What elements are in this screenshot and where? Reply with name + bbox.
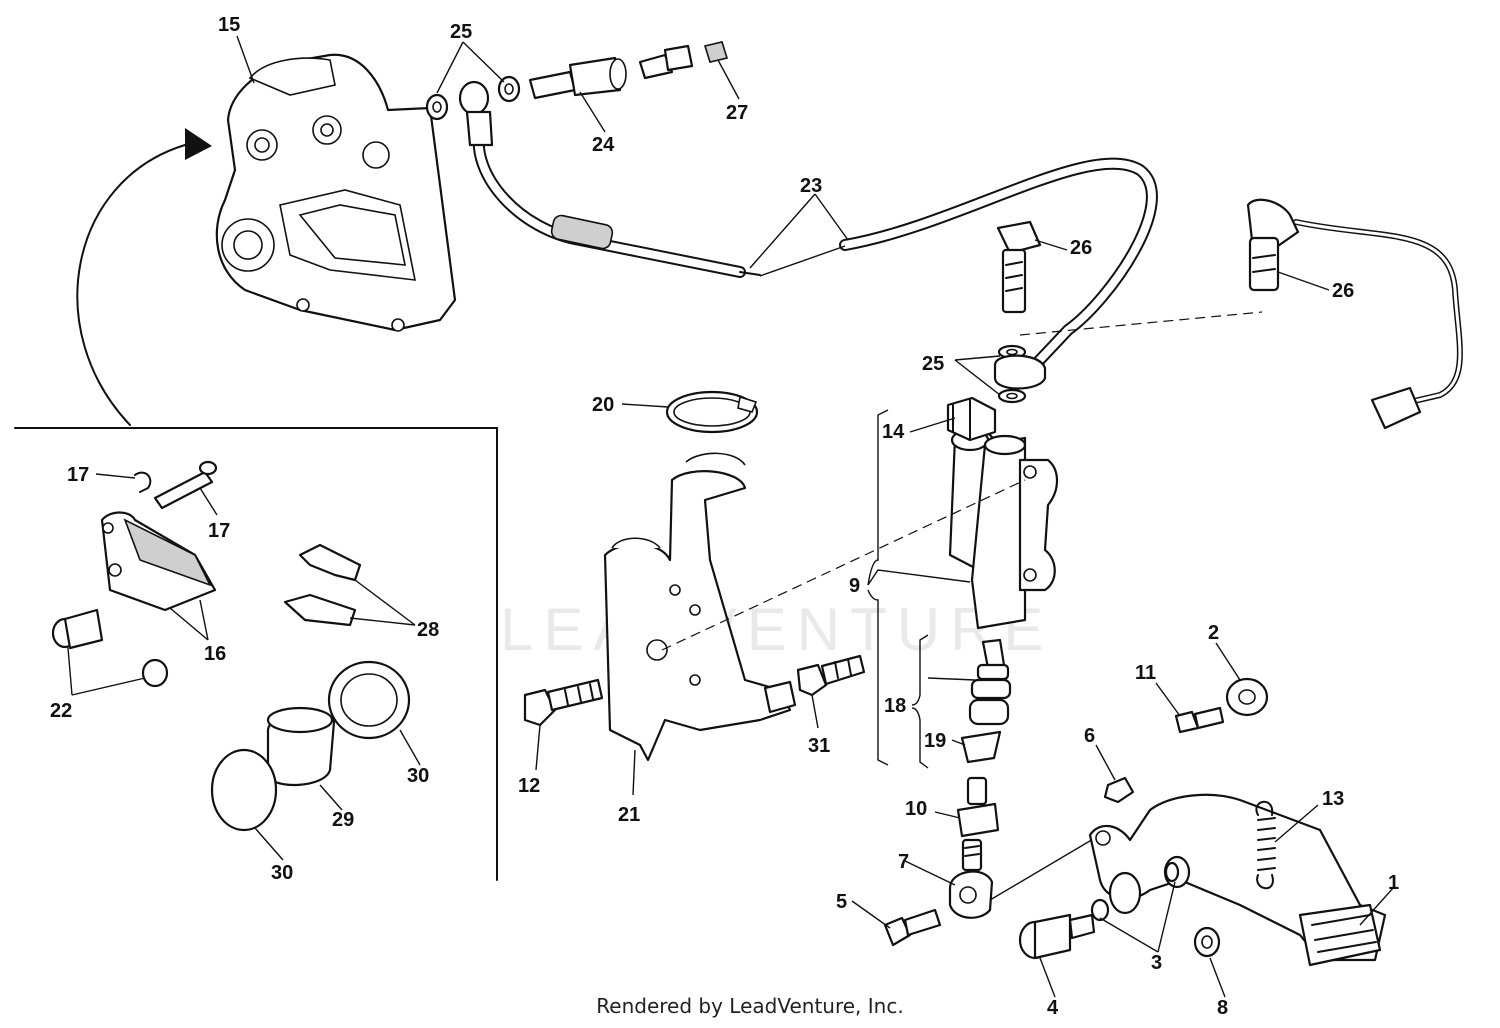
- inset-arrow-icon: [185, 128, 212, 160]
- callout-27: 27: [726, 102, 748, 124]
- bushings-22: [51, 608, 169, 688]
- callout-8: 8: [1217, 997, 1228, 1019]
- callout-4: 4: [1047, 997, 1059, 1019]
- brake-pads: [100, 511, 217, 612]
- callout-5: 5: [836, 891, 847, 913]
- leader-lines: [67, 35, 1395, 998]
- callout-14: 14: [882, 421, 905, 443]
- hose-routing-dash: [1019, 311, 1263, 336]
- banjo-washers-master: [993, 344, 1047, 404]
- banjo-bolt-26: [996, 220, 1042, 314]
- callout-26b: 26: [1332, 280, 1354, 302]
- bleeder-valve: [638, 44, 694, 80]
- callout-26a: 26: [1070, 237, 1092, 259]
- master-cylinder: [946, 396, 1059, 630]
- callout-16: 16: [204, 643, 226, 665]
- clevis-7: [948, 838, 994, 919]
- caliper-assembly: [215, 53, 457, 332]
- callout-21: 21: [618, 804, 640, 826]
- credit-footer: Rendered by LeadVenture, Inc.: [596, 994, 904, 1018]
- callout-11: 11: [1135, 662, 1156, 684]
- piston-seal: [327, 660, 411, 740]
- callout-10: 10: [905, 798, 927, 820]
- callout-22: 22: [50, 700, 72, 722]
- nut-6: [1103, 776, 1135, 804]
- callout-12: 12: [518, 775, 540, 797]
- callout-25a: 25: [450, 21, 472, 43]
- callout-15: 15: [218, 14, 240, 36]
- callout-1: 1: [1388, 872, 1399, 894]
- washers-3: [1090, 861, 1180, 922]
- clevis-link-line: [989, 834, 1101, 901]
- dust-seal-ring: [210, 748, 278, 832]
- spacer-2: [1225, 677, 1269, 717]
- watermark-text: LEADVENTURE: [500, 596, 1053, 663]
- callout-13: 13: [1322, 788, 1344, 810]
- pad-pin-clip: [134, 471, 152, 493]
- callout-30b: 30: [271, 862, 293, 884]
- callout-9: 9: [849, 575, 860, 597]
- inset-frame: [14, 128, 498, 881]
- callout-3: 3: [1151, 952, 1162, 974]
- bolt-11: [1174, 706, 1225, 734]
- pushrod-assembly: [956, 638, 1012, 838]
- callout-30a: 30: [407, 765, 429, 787]
- callout-23: 23: [800, 175, 822, 197]
- callout-7: 7: [898, 851, 909, 873]
- callout-25b: 25: [922, 353, 944, 375]
- callout-20: 20: [592, 394, 614, 416]
- return-spring: [1255, 800, 1276, 890]
- callout-31: 31: [808, 735, 830, 757]
- bolt-12: [523, 678, 604, 727]
- master-cylinder-bracket: [603, 452, 1026, 762]
- pivot-bolt-4: [1018, 913, 1096, 960]
- callout-29: 29: [332, 809, 354, 831]
- callout-17b: 17: [208, 520, 230, 542]
- bolt-5: [883, 908, 942, 947]
- callout-2: 2: [1208, 622, 1219, 644]
- washer-8: [1193, 926, 1221, 958]
- brake-hose: [458, 80, 1158, 371]
- brake-pedal: [1088, 793, 1387, 967]
- callout-labels: 1 2 3 4 5 6 7 8 9 10 11 12 13 14 15 16 1…: [50, 14, 1399, 1019]
- brake-light-switch: [1246, 198, 1463, 430]
- pad-pin: [153, 460, 218, 510]
- hose-clamp: [665, 390, 759, 434]
- callout-18: 18: [884, 695, 906, 717]
- callout-6: 6: [1084, 725, 1095, 747]
- banjo-bolt-24: [528, 56, 627, 100]
- bolt-31: [796, 654, 866, 697]
- callout-17a: 17: [67, 464, 89, 486]
- callout-19: 19: [924, 730, 946, 752]
- caliper-piston: [266, 706, 336, 787]
- callout-24: 24: [592, 134, 615, 156]
- bleeder-cap-27: [703, 41, 729, 63]
- pad-springs: [283, 543, 362, 627]
- callout-28: 28: [417, 619, 439, 641]
